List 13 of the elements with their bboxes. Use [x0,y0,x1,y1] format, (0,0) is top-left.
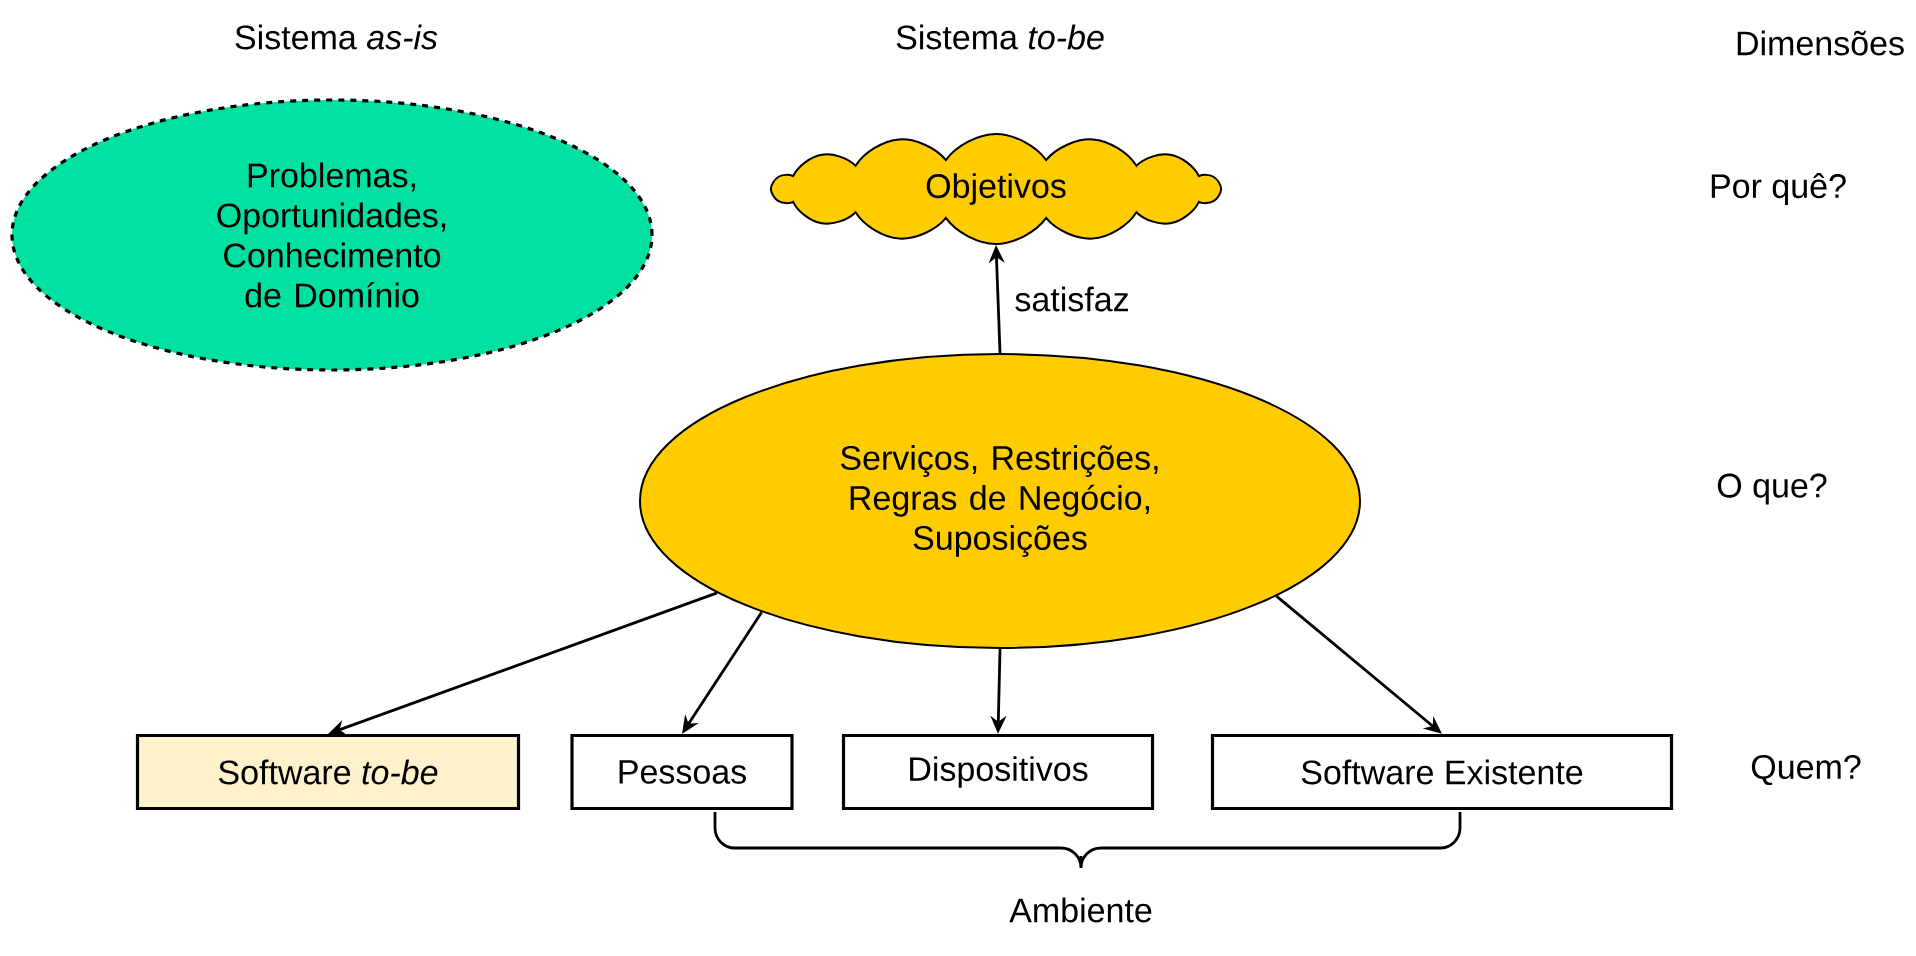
goal-cloud: Objetivos [769,133,1223,245]
column-heading: Sistema to-be [896,24,1104,50]
bracket-label: Ambiente [1009,897,1152,923]
agent-box: Software to-be [135,733,521,811]
agent-box: Pessoas [570,733,794,811]
row-label: O que? [1717,473,1827,505]
agent-box: Dispositivos [841,733,1155,811]
agent-box: Software Existente [1210,733,1674,811]
edge-label: satisfaz [1010,282,1134,316]
column-heading: Sistema as-is [235,24,438,50]
row-label: Por quê? [1711,173,1846,205]
row-label: Quem? [1751,754,1861,786]
column-heading: Dimensões [1737,30,1904,56]
